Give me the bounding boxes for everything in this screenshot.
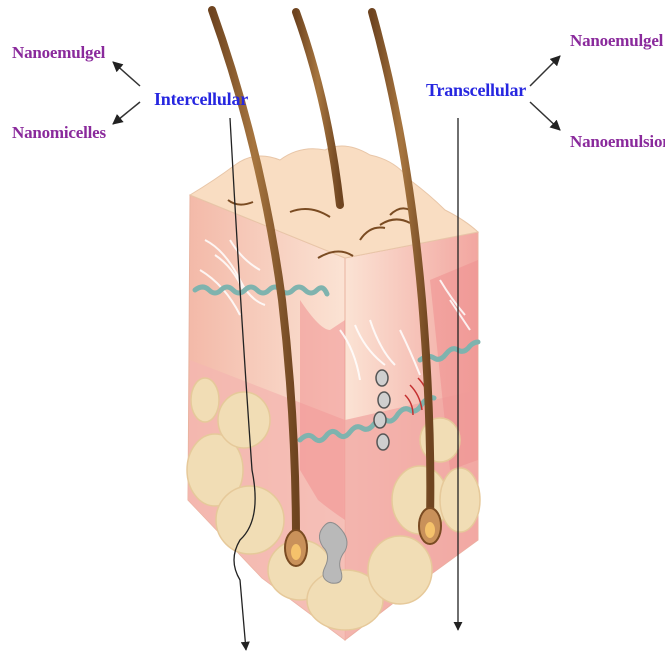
route-label-intercellular: Intercellular — [154, 90, 248, 108]
arrow-to-left-bottom — [113, 102, 140, 124]
arrow-to-left-top — [113, 62, 140, 86]
carrier-label-nanoemulgel-right: Nanoemulgel — [570, 32, 663, 49]
carrier-label-nanoemulsion: Nanoemulsion — [570, 133, 665, 150]
arrow-to-right-top — [530, 56, 560, 86]
carrier-label-nanomicelles: Nanomicelles — [12, 124, 106, 141]
arrow-to-right-bottom — [530, 102, 560, 130]
carrier-label-nanoemulgel-left: Nanoemulgel — [12, 44, 105, 61]
route-label-transcellular: Transcellular — [426, 81, 526, 99]
